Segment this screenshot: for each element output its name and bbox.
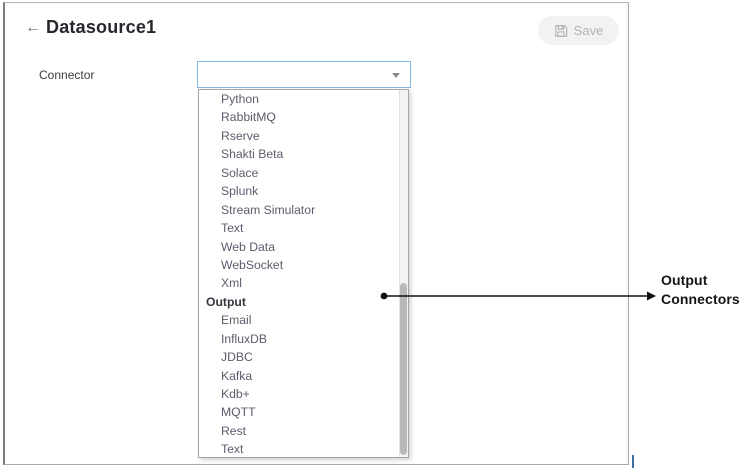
dropdown-option[interactable]: Rest xyxy=(221,423,247,438)
dropdown-option[interactable]: Stream Simulator xyxy=(221,202,316,217)
page-title: Datasource1 xyxy=(46,17,157,37)
panel-edge-accent xyxy=(632,455,634,468)
save-button-label: Save xyxy=(573,23,604,38)
dropdown-option[interactable]: Shakti Beta xyxy=(221,147,284,162)
save-floppy-icon xyxy=(554,24,568,38)
dropdown-option[interactable]: Text xyxy=(221,442,244,457)
dropdown-option[interactable]: Splunk xyxy=(221,184,259,199)
callout-line-1: Output xyxy=(661,272,708,288)
dropdown-option[interactable]: Xml xyxy=(221,276,242,291)
dropdown-option[interactable]: Rserve xyxy=(221,128,260,143)
dropdown-option[interactable]: WebSocket xyxy=(221,257,284,272)
dropdown-option[interactable]: JDBC xyxy=(221,350,253,365)
connector-select[interactable] xyxy=(197,61,411,88)
dropdown-group-header: Output xyxy=(206,294,246,309)
dropdown-scrollbar-thumb[interactable] xyxy=(400,283,407,455)
save-button[interactable]: Save xyxy=(538,16,619,45)
output-connectors-callout: Output Connectors xyxy=(661,271,740,309)
callout-line-2: Connectors xyxy=(661,291,740,307)
dropdown-option[interactable]: Email xyxy=(221,313,252,328)
dropdown-option[interactable]: Python xyxy=(221,92,259,106)
dropdown-option[interactable]: Solace xyxy=(221,165,259,180)
back-arrow-icon[interactable]: ← xyxy=(25,19,41,36)
connector-field-label: Connector xyxy=(39,68,95,82)
dropdown-option[interactable]: InfluxDB xyxy=(221,331,268,346)
dropdown-scrollbar-track[interactable] xyxy=(399,90,408,457)
dropdown-option[interactable]: MQTT xyxy=(221,405,256,420)
dropdown-option[interactable]: Text xyxy=(221,221,244,236)
dropdown-option[interactable]: RabbitMQ xyxy=(221,110,276,125)
dropdown-option[interactable]: Kdb+ xyxy=(221,387,250,401)
dropdown-option[interactable]: Web Data xyxy=(221,239,275,254)
chevron-down-icon xyxy=(392,73,400,78)
dropdown-option[interactable]: Kafka xyxy=(221,368,253,383)
